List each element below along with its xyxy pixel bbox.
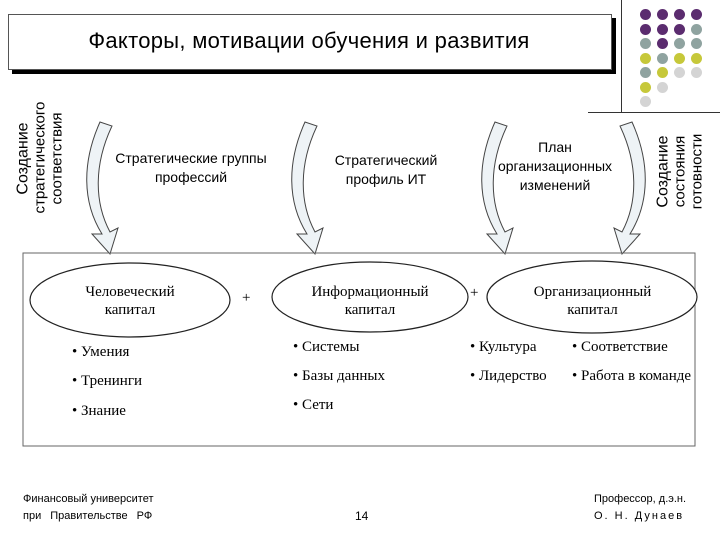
decorative-dot	[674, 38, 685, 49]
decorative-dot	[691, 67, 702, 78]
org-change-plan-label: План организационных изменений	[497, 139, 613, 193]
human-item-trainings: • Тренинги	[72, 373, 143, 389]
decorative-dot	[691, 9, 702, 20]
decorative-dot	[640, 81, 651, 93]
human-item-skills: • Умения	[72, 344, 130, 360]
decorative-dot	[657, 9, 668, 20]
decorative-dot	[674, 52, 685, 64]
decorative-dot	[674, 9, 685, 20]
decorative-dot	[640, 96, 651, 107]
info-item-databases: • Базы данных	[293, 368, 385, 384]
info-item-systems: • Системы	[293, 339, 360, 355]
footer-author-line-1: Профессор, д.э.н.	[594, 493, 687, 505]
decorative-dot	[640, 23, 651, 35]
organization-capital-label: Организационный капитал	[533, 284, 652, 318]
decorative-dot	[657, 38, 668, 49]
decorative-dot	[674, 67, 685, 78]
decorative-dot	[657, 23, 668, 35]
footer-university-line-1: Финансовый университет	[23, 493, 154, 505]
decorative-dot	[657, 52, 668, 64]
human-capital-label: Человеческий капитал	[85, 284, 175, 318]
information-capital-label: Информационный капитал	[311, 284, 429, 318]
org-item-teamwork: • Работа в команде	[572, 368, 692, 384]
info-item-networks: • Сети	[293, 397, 334, 413]
slide-title: Факторы, мотивации обучения и развития	[88, 28, 530, 53]
plus-sign-1: +	[242, 290, 251, 306]
org-item-culture: • Культура	[470, 339, 537, 355]
decorative-dot	[640, 52, 651, 64]
decorative-dot	[691, 23, 702, 35]
page-number: 14	[355, 509, 369, 523]
capital-frame	[22, 252, 696, 447]
title-frame	[8, 14, 612, 70]
human-item-knowledge: • Знание	[72, 403, 126, 419]
corner-vertical-line	[621, 0, 622, 112]
decorative-dot	[640, 38, 651, 49]
footer-author-line-2: О. Н. Дунаев	[594, 510, 685, 522]
corner-horizontal-line	[588, 112, 720, 113]
decorative-dot	[640, 67, 651, 78]
information-capital-ellipse	[271, 261, 469, 333]
strategic-it-profile-label: Стратегический профиль ИТ	[334, 152, 438, 187]
human-capital-ellipse	[29, 262, 231, 338]
decorative-dot	[657, 67, 668, 78]
org-item-leadership: • Лидерство	[470, 368, 547, 384]
decorative-dot	[691, 38, 702, 49]
strategic-groups-label: Стратегические группы профессий	[115, 150, 267, 185]
curved-arrow-1	[86, 121, 119, 255]
plus-sign-2: +	[470, 285, 479, 301]
footer-university-line-2: при Правительстве РФ	[23, 510, 153, 522]
decorative-dot	[640, 9, 651, 20]
organization-capital-ellipse	[486, 260, 698, 334]
org-item-alignment: • Соответствие	[572, 339, 668, 355]
decorative-dot	[691, 52, 702, 64]
decorative-dot	[657, 81, 668, 93]
decorative-dot	[674, 23, 685, 35]
